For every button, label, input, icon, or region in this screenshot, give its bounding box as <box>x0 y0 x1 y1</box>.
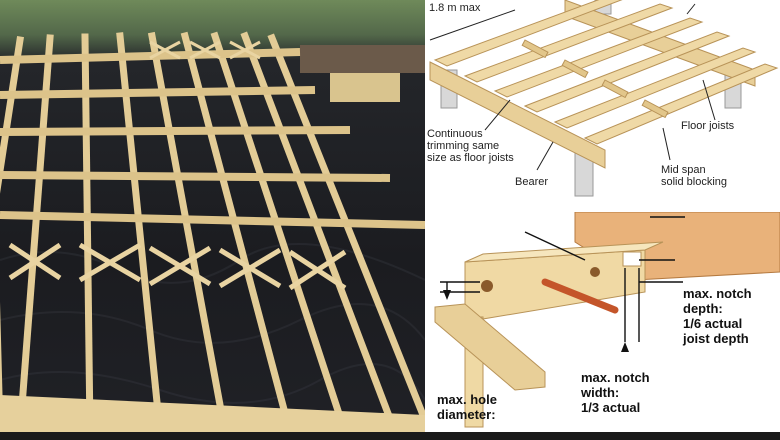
span-label: 1.8 m max <box>429 2 481 14</box>
hole-diameter-label: max. hole diameter: <box>437 392 497 422</box>
joist-layout-diagram: 1.8 m max Continuous trimming same size … <box>425 0 780 212</box>
notch-hole-drawing <box>434 211 780 428</box>
bearer-label: Bearer <box>515 176 549 188</box>
blocking-label: Mid span solid blocking <box>661 164 728 188</box>
floor-joists-label: Floor joists <box>681 120 735 132</box>
trimming-label: Continuous trimming same size as floor j… <box>427 128 514 164</box>
notch-width-label: max. notch width: 1/3 actual <box>581 370 650 415</box>
joist-layout-drawing <box>429 0 779 197</box>
floor-framing-photo <box>0 0 430 437</box>
floor-framing-illustration <box>0 31 430 437</box>
caption-strip <box>0 432 780 440</box>
notch-depth-label: max. notch depth: 1/6 actual joist depth <box>683 286 752 346</box>
notch-hole-diagram: max. notch depth: 1/6 actual joist depth… <box>425 211 780 432</box>
